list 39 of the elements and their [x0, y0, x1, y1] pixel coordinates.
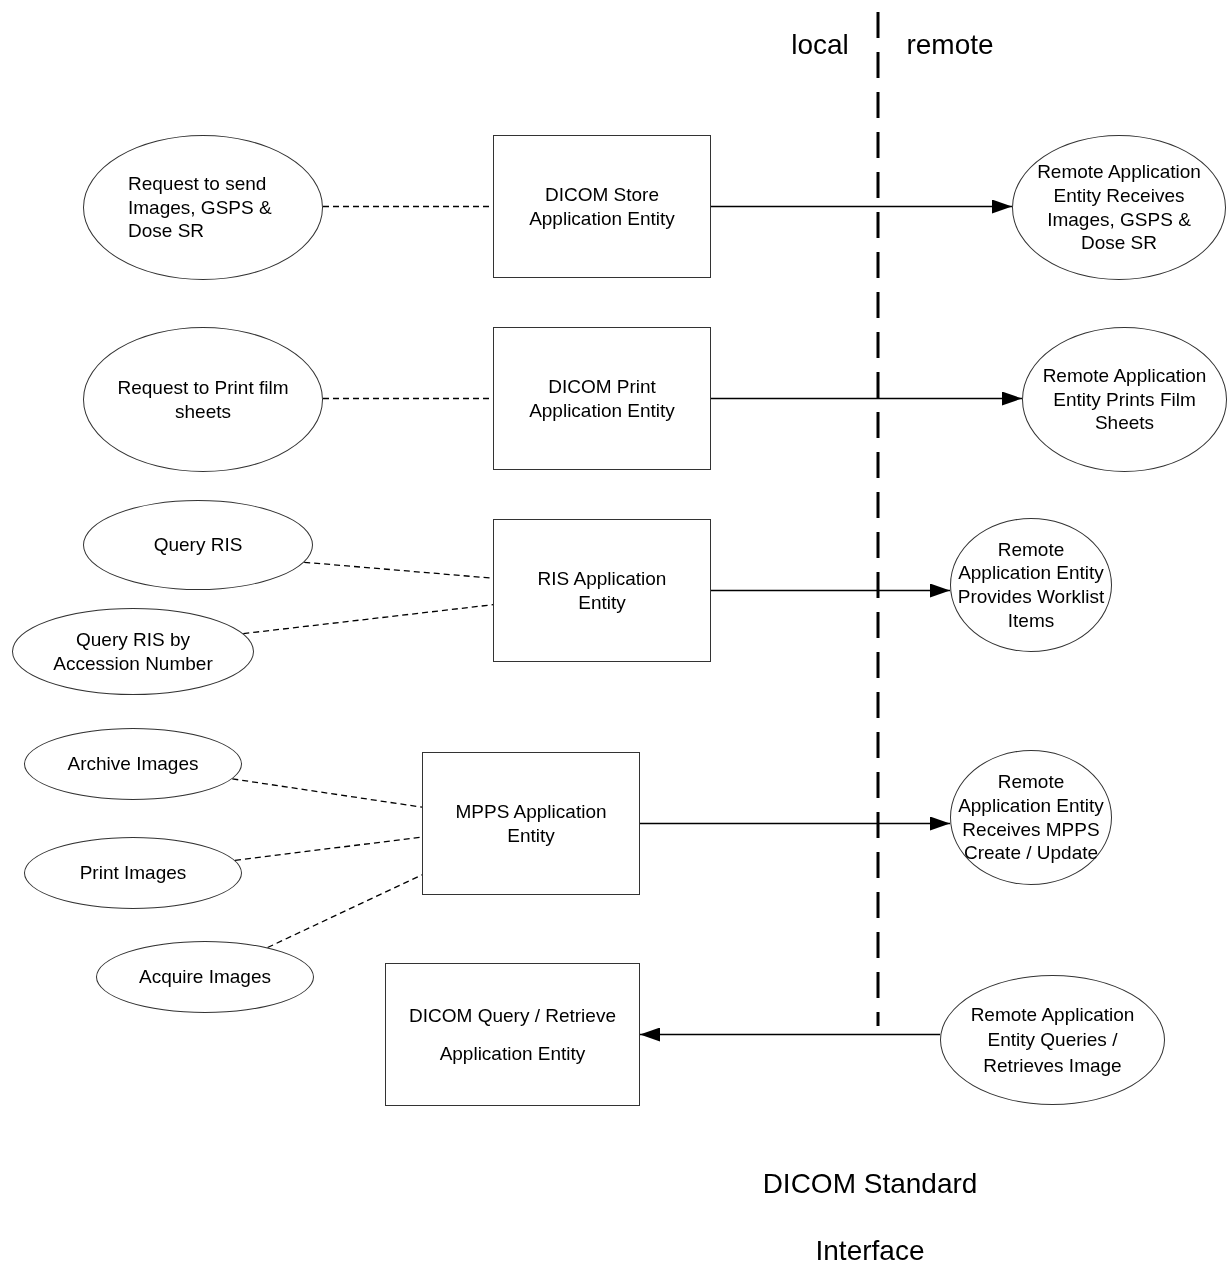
use-case-ellipse	[1022, 327, 1227, 472]
node-label: Request to send Images, GSPS & Dose SR	[128, 171, 273, 244]
node-label: DICOM Query / Retrieve Application Entity	[408, 1003, 617, 1066]
node-label: DICOM Print Application Entity	[528, 374, 676, 423]
use-case-ellipse	[950, 750, 1112, 885]
arrow	[639, 1027, 941, 1042]
node-label: Acquire Images	[138, 965, 272, 989]
arrow	[710, 199, 1013, 214]
connector-line	[234, 836, 423, 861]
side-label: remote	[905, 28, 995, 62]
node-label: Request to Print film sheets	[116, 375, 290, 424]
node-label: Remote Application Entity Queries / Retrieves Image	[969, 1002, 1136, 1078]
application-entity-box	[493, 135, 711, 278]
node-label: MPPS Application Entity	[454, 799, 608, 848]
node-label: Print Images	[78, 861, 188, 885]
connector-line	[231, 778, 423, 808]
application-entity-box	[385, 963, 640, 1106]
node-label: Remote Application Entity Prints Film Sheets	[1041, 363, 1208, 436]
node-label: Archive Images	[66, 752, 200, 776]
application-entity-box	[493, 519, 711, 662]
arrow	[710, 583, 951, 598]
connector-line	[266, 874, 423, 949]
connector-line	[242, 604, 494, 635]
node-label: DICOM Store Application Entity	[528, 182, 676, 231]
node-label: Remote Application Entity Receives Images, GSPS & Dose SR	[1036, 160, 1202, 255]
node-label: Query RIS	[152, 533, 244, 557]
use-case-ellipse	[1012, 135, 1226, 280]
node-label: Query RIS by Accession Number	[52, 627, 214, 676]
use-case-ellipse	[83, 327, 323, 472]
side-label: local	[790, 28, 850, 62]
application-entity-box	[493, 327, 711, 470]
interface-label: DICOM Standard Interface	[761, 1167, 979, 1269]
arrow	[710, 391, 1023, 406]
node-label: Remote Application Entity Receives MPPS Create / Update	[957, 770, 1105, 865]
node-label: Remote Application Entity Provides Worklist Items	[956, 537, 1106, 633]
arrow	[639, 816, 951, 831]
node-label: RIS Application Entity	[536, 566, 668, 615]
application-entity-box	[422, 752, 640, 895]
use-case-ellipse	[83, 135, 323, 280]
